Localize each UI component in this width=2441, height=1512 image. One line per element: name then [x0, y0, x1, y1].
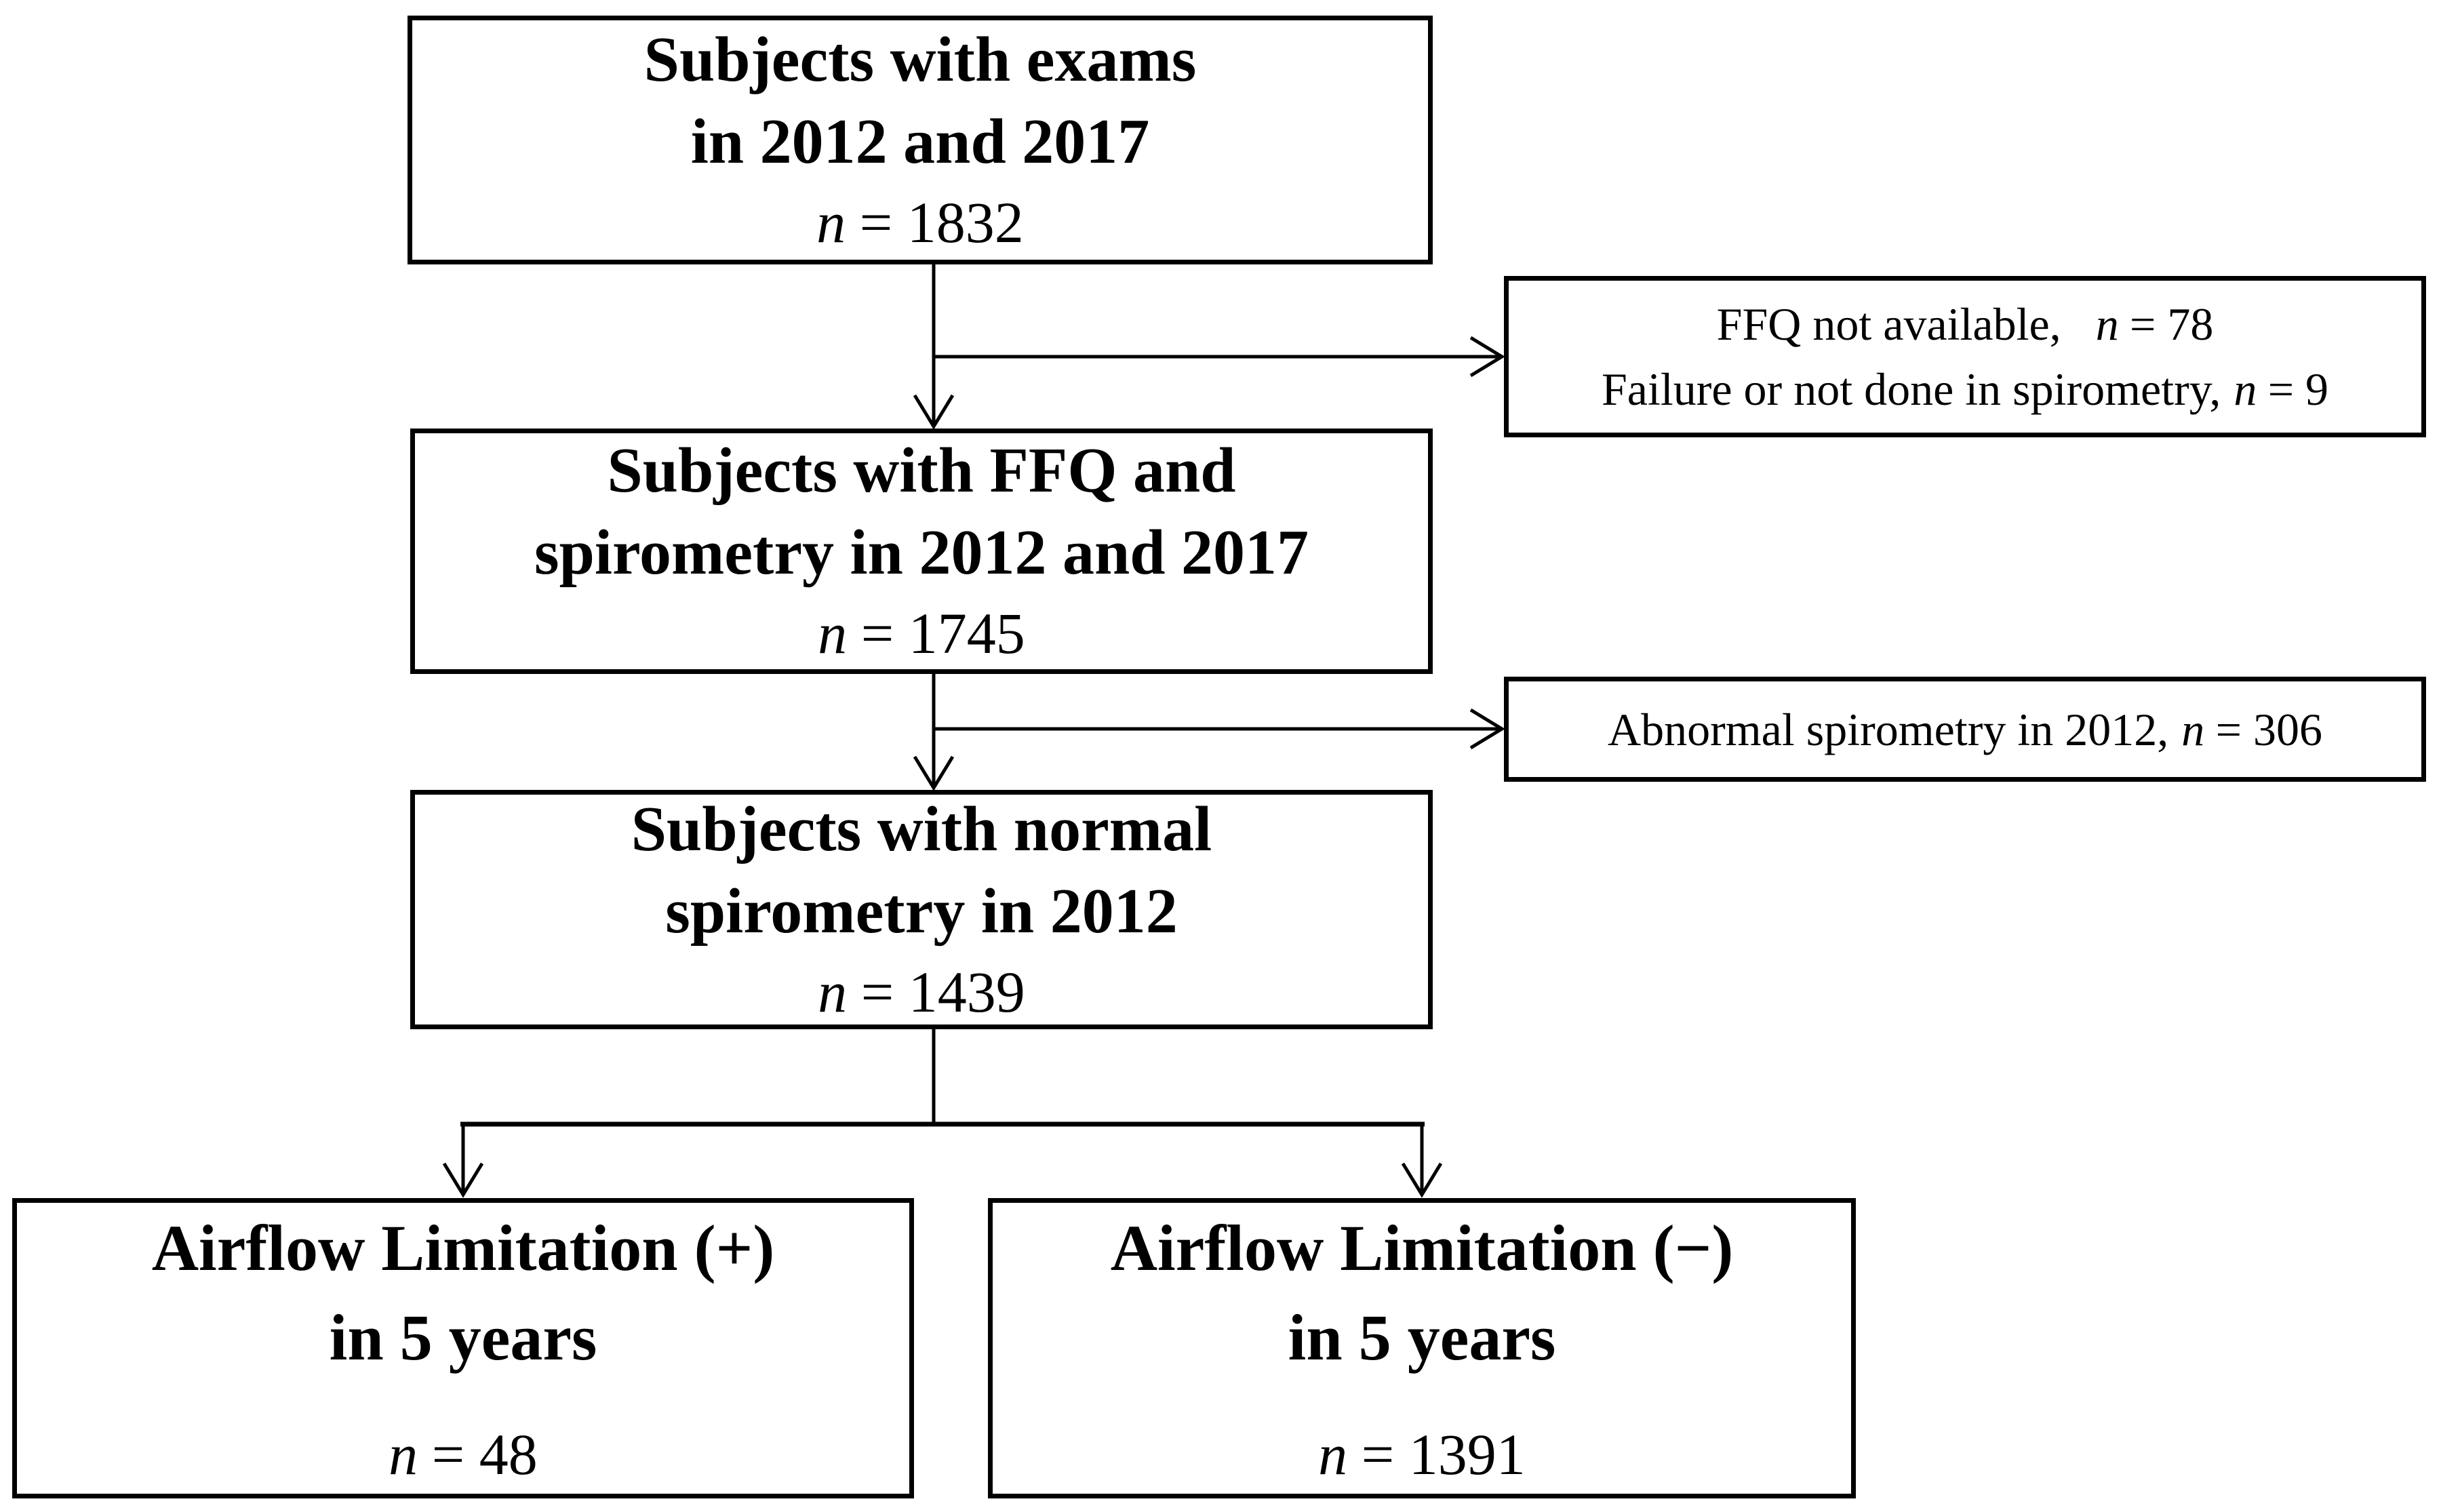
box-subjects-normal-line2: spirometry in 2012: [665, 875, 1178, 947]
box-subjects-exams: Subjects with exams in 2012 and 2017 n= …: [408, 16, 1433, 264]
arrow-ffq-to-normal-head: [913, 755, 955, 791]
box-subjects-ffq-line2: spirometry in 2012 and 2017: [534, 517, 1309, 588]
box-subjects-ffq-spirometry: Subjects with FFQ and spirometry in 2012…: [410, 429, 1433, 674]
excluded-ffq-line2: Failure or not done in spirometry,n= 9: [1602, 357, 2328, 422]
arrow-to-excluded-abnormal-head: [1469, 708, 1505, 750]
arrow-al-positive-head: [442, 1162, 484, 1198]
box-airflow-limitation-negative: Airflow Limitation (−) in 5 years n= 139…: [988, 1198, 1856, 1498]
n-value: = 1439: [860, 959, 1025, 1024]
arrow-to-excluded-ffq-head: [1469, 336, 1505, 378]
n-symbol: n: [2095, 298, 2119, 350]
arrow-split-to-al-negative: [1401, 1124, 1443, 1198]
box-subjects-normal-count: n= 1439: [818, 953, 1025, 1031]
n-value: = 9: [2267, 363, 2329, 415]
excluded-ffq-line1: FFQ not available, n= 78: [1717, 292, 2214, 357]
box-subjects-normal-spirometry: Subjects with normal spirometry in 2012 …: [410, 790, 1433, 1029]
arrow-to-excluded-ffq: [934, 336, 1505, 378]
box-subjects-ffq-line1: Subjects with FFQ and: [607, 435, 1236, 506]
n-value: = 78: [2130, 298, 2214, 350]
excluded-abnormal-text: Abnormal spirometry in 2012,: [1608, 703, 2169, 755]
n-value: = 1832: [859, 189, 1024, 255]
n-symbol: n: [2181, 703, 2205, 755]
n-symbol: n: [818, 601, 848, 666]
excluded-abnormal-line: Abnormal spirometry in 2012,n= 306: [1608, 697, 2322, 762]
box-subjects-ffq-count: n= 1745: [818, 594, 1025, 673]
n-symbol: n: [1318, 1421, 1348, 1487]
box-subjects-exams-line1: Subjects with exams: [643, 24, 1197, 95]
n-symbol: n: [818, 959, 848, 1024]
al-negative-count: n= 1391: [1318, 1415, 1526, 1494]
arrow-al-negative-head: [1401, 1162, 1443, 1198]
n-symbol: n: [389, 1421, 418, 1487]
arrow-exams-to-ffq-head: [913, 394, 955, 430]
box-subjects-exams-count: n= 1832: [816, 183, 1024, 262]
box-subjects-normal-line1: Subjects with normal: [631, 793, 1212, 864]
al-negative-line2: in 5 years: [1288, 1300, 1556, 1374]
box-subjects-exams-line2: in 2012 and 2017: [690, 106, 1150, 177]
excluded-ffq-line2-text: Failure or not done in spirometry,: [1601, 363, 2221, 415]
box-excluded-ffq-spirometry: FFQ not available,n= 78 Failure or not d…: [1504, 276, 2426, 437]
arrow-to-excluded-abnormal: [934, 708, 1505, 750]
al-positive-line1: Airflow Limitation (+): [151, 1211, 775, 1284]
box-airflow-limitation-positive: Airflow Limitation (+) in 5 years n= 48: [12, 1198, 914, 1498]
n-value: = 306: [2215, 703, 2322, 755]
al-positive-line2: in 5 years: [329, 1300, 597, 1374]
arrow-ffq-to-normal: [913, 674, 955, 791]
arrow-exams-to-ffq: [913, 264, 955, 430]
n-value: = 48: [431, 1421, 538, 1487]
excluded-ffq-line1-text: FFQ not available,: [1716, 298, 2061, 350]
al-positive-count: n= 48: [389, 1415, 538, 1494]
n-symbol: n: [816, 189, 846, 255]
arrow-split-to-al-positive: [442, 1124, 484, 1198]
n-value: = 1391: [1361, 1421, 1526, 1487]
box-excluded-abnormal-spirometry: Abnormal spirometry in 2012,n= 306: [1504, 677, 2426, 782]
n-value: = 1745: [860, 601, 1025, 666]
al-negative-line1: Airflow Limitation (−): [1110, 1211, 1734, 1284]
n-symbol: n: [2234, 363, 2257, 415]
